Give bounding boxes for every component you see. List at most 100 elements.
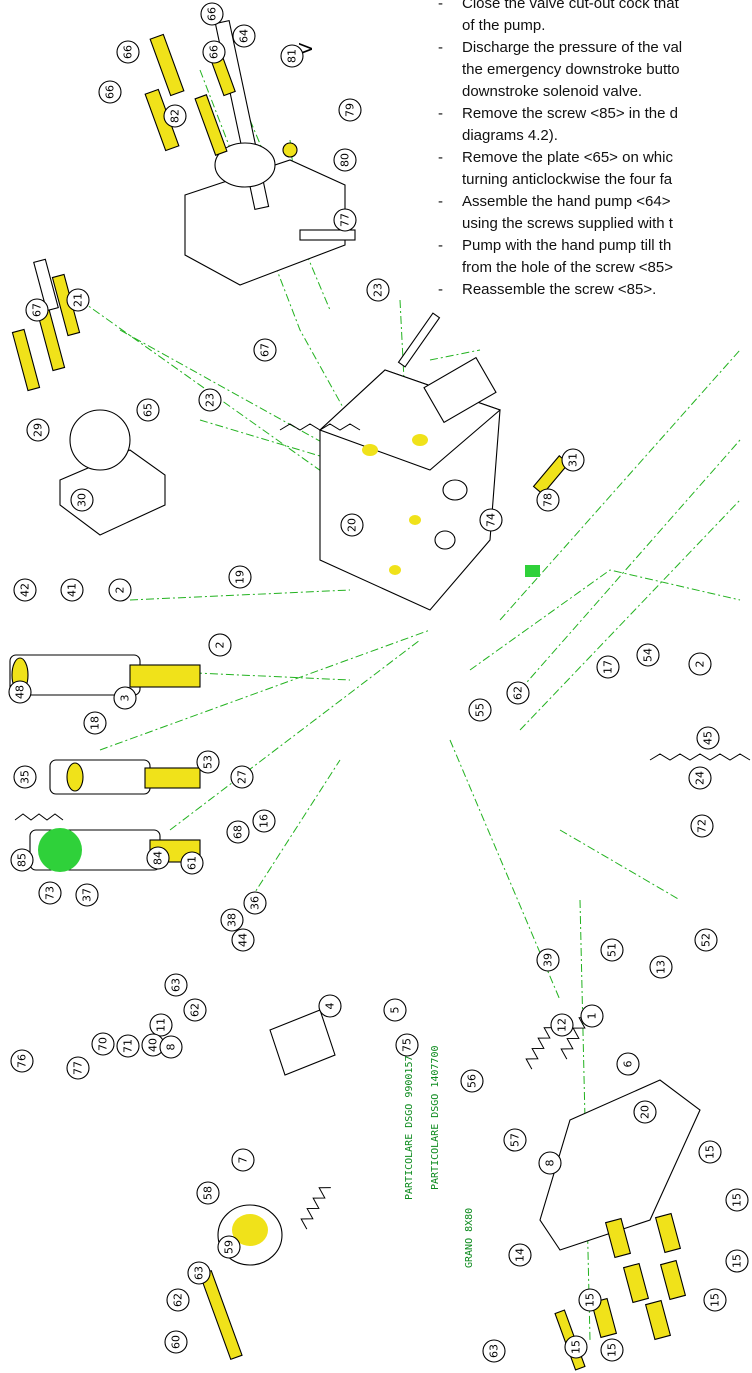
part-number-text: 16	[258, 814, 271, 828]
part-number-text: 62	[189, 1003, 202, 1017]
part-number-balloon	[159, 1035, 183, 1059]
instruction-line: of the pump.	[462, 17, 546, 34]
part-number-label: 59	[217, 1235, 241, 1259]
part-number-label: 18	[83, 711, 107, 735]
part-number-balloon	[688, 766, 712, 790]
part-number-text: 63	[193, 1266, 206, 1280]
part-number-balloon	[220, 908, 244, 932]
instruction-line: Reassemble the screw <85>.	[436, 280, 752, 300]
part-number-label: 67	[25, 298, 49, 322]
part-number-balloon	[187, 1261, 211, 1285]
part-number-label: 54	[636, 643, 660, 667]
part-number-balloon	[243, 891, 267, 915]
part-number-balloon	[600, 1338, 624, 1362]
part-number-label: 7	[231, 1148, 255, 1172]
part-number-text: 1	[586, 1013, 599, 1020]
part-number-label: 73	[38, 881, 62, 905]
part-number-text: 23	[372, 283, 385, 297]
part-number-text: 15	[731, 1193, 744, 1207]
instruction-line: diagrams 4.2).	[462, 127, 558, 144]
part-number-label: 39	[536, 948, 560, 972]
part-number-label: 48	[8, 680, 32, 704]
part-number-balloon	[136, 398, 160, 422]
part-number-text: 8	[544, 1160, 557, 1167]
part-number-text: 5	[389, 1007, 402, 1014]
part-number-text: 40	[147, 1038, 160, 1052]
part-number-text: 65	[142, 403, 155, 417]
part-number-label: 21	[66, 288, 90, 312]
part-number-label: 30	[70, 488, 94, 512]
part-number-text: 53	[202, 755, 215, 769]
part-number-text: 2	[114, 587, 127, 594]
part-number-text: 77	[339, 213, 352, 227]
instruction-line: turning anticlockwise the four fa	[462, 171, 673, 188]
instruction-line: Pump with the hand pump till th	[436, 236, 752, 256]
part-number-text: 2	[694, 661, 707, 668]
part-number-text: 37	[81, 888, 94, 902]
part-number-balloon	[550, 1013, 574, 1037]
part-number-balloon	[108, 578, 132, 602]
part-number-text: 18	[89, 716, 102, 730]
part-number-label: 14	[508, 1243, 532, 1267]
part-number-balloon	[252, 809, 276, 833]
part-number-balloon	[146, 846, 170, 870]
part-number-text: 84	[152, 851, 165, 865]
part-number-label: 40	[141, 1033, 165, 1057]
annotation-dsgo-1407700: PARTICOLARE DSGO 1407700	[430, 1046, 441, 1191]
part-number-balloon	[116, 1034, 140, 1058]
part-number-text: 6	[622, 1061, 635, 1068]
part-number-label: 15	[703, 1288, 727, 1312]
cut-out-cock	[397, 312, 570, 577]
part-number-text: 41	[66, 583, 79, 597]
part-number-text: 66	[206, 7, 219, 21]
part-number-balloon	[116, 40, 140, 64]
part-number-text: 63	[488, 1344, 501, 1358]
part-number-text: 66	[208, 45, 221, 59]
part-number-label: 3	[113, 686, 137, 710]
part-number-text: 11	[155, 1018, 168, 1032]
part-number-balloon	[600, 938, 624, 962]
part-number-balloon	[208, 633, 232, 657]
part-number-balloon	[725, 1249, 749, 1273]
part-number-label: 44	[231, 928, 255, 952]
part-number-label: 66	[202, 40, 226, 64]
part-number-label: 2	[208, 633, 232, 657]
part-number-label: 42	[13, 578, 37, 602]
part-number-label: 37	[75, 883, 99, 907]
part-number-label: 23	[198, 388, 222, 412]
hand-pump-assembly	[144, 19, 356, 286]
part-number-text: 15	[731, 1254, 744, 1268]
part-number-balloon	[561, 448, 585, 472]
part-number-balloon	[180, 851, 204, 875]
part-number-label: 5	[383, 998, 407, 1022]
part-number-label: 24	[688, 766, 712, 790]
part-number-text: 77	[72, 1061, 85, 1075]
part-number-balloon	[231, 928, 255, 952]
part-number-label: 62	[506, 681, 530, 705]
part-number-balloon	[164, 973, 188, 997]
part-number-balloon	[596, 655, 620, 679]
part-number-text: 19	[234, 570, 247, 584]
part-number-label: 31	[561, 448, 585, 472]
part-number-label: 15	[725, 1188, 749, 1212]
part-number-balloon	[366, 278, 390, 302]
part-number-text: 66	[122, 45, 135, 59]
part-number-text: 3	[119, 695, 132, 702]
part-number-text: 85	[16, 853, 29, 867]
part-number-balloon	[506, 681, 530, 705]
part-number-text: 81	[286, 49, 299, 63]
part-number-text: 15	[709, 1293, 722, 1307]
part-number-label: 15	[578, 1288, 602, 1312]
part-number-label: 2	[688, 652, 712, 676]
part-number-label: 15	[698, 1140, 722, 1164]
part-number-label: 36	[243, 891, 267, 915]
part-number-balloon	[253, 338, 277, 362]
part-number-label: 20	[340, 513, 364, 537]
part-number-label: 64	[232, 24, 256, 48]
part-number-label: 62	[183, 998, 207, 1022]
part-number-balloon	[333, 208, 357, 232]
part-number-label: 8	[538, 1151, 562, 1175]
part-number-label: 78	[536, 488, 560, 512]
part-number-balloon	[149, 1013, 173, 1037]
part-number-text: 17	[602, 660, 615, 674]
